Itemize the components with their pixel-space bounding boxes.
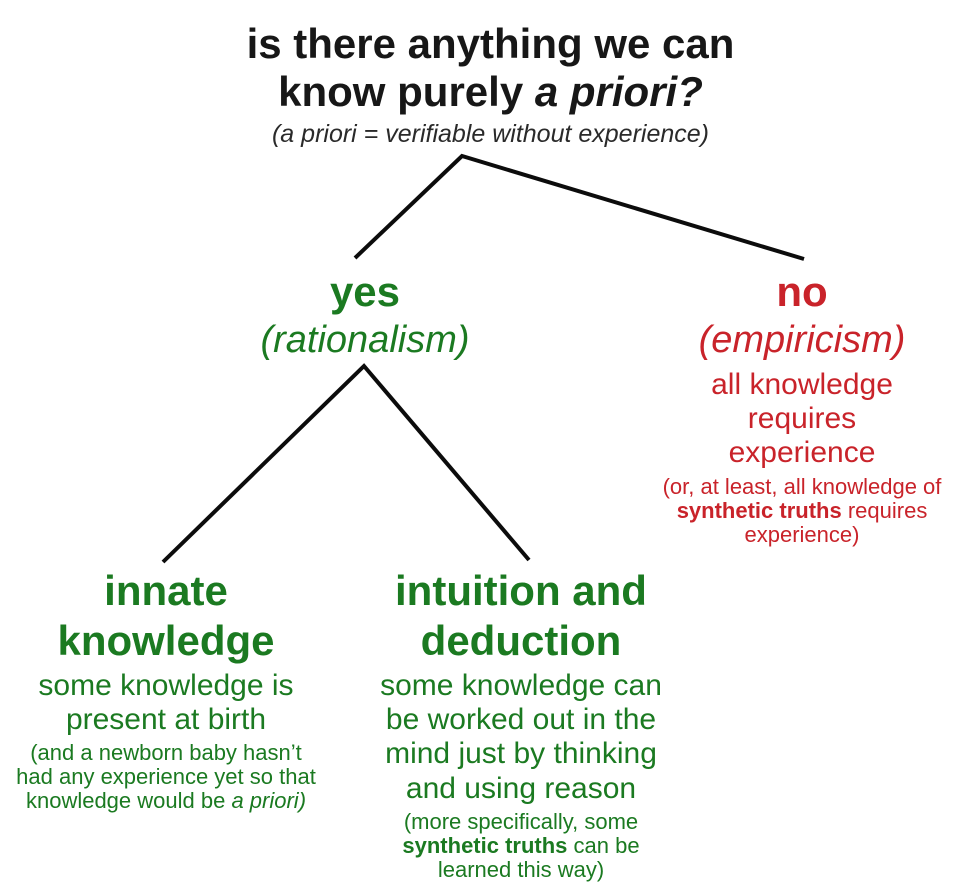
node-yes-sublabel: (rationalism)	[260, 318, 470, 361]
node-intuition-deduction: intuition and deduction some knowledge c…	[340, 566, 702, 882]
page-title-main: is there anything we can know purely	[246, 20, 735, 116]
node-no-empiricism: no (empiricism) all knowledge requires e…	[627, 267, 963, 547]
node-no-label: no	[776, 268, 828, 315]
node-intuition-note: (more specifically, some synthetic truth…	[340, 808, 702, 882]
node-innate-note-italic: a priori)	[231, 788, 307, 814]
node-innate-body: some knowledge is present at birth	[38, 669, 294, 737]
node-intuition-note-bold: synthetic truths	[402, 832, 568, 858]
connector-root-to-yes-no	[353, 153, 805, 261]
title-definition: (a priori = verifiable without experienc…	[271, 119, 709, 148]
node-innate-note-pre: (and a newborn baby hasn’t had any exper…	[16, 740, 316, 814]
node-no-note-post: requires experience)	[744, 497, 928, 547]
root-question: is there anything we can know purely a p…	[18, 20, 963, 149]
node-no-note: (or, at least, all knowledge of syntheti…	[627, 473, 963, 547]
node-no-body: all knowledge requires experience	[711, 368, 893, 470]
node-innate-knowledge: innate knowledge some knowledge is prese…	[0, 566, 332, 813]
page-title: is there anything we can know purely a p…	[18, 20, 963, 117]
page-title-emphasis: a priori?	[534, 68, 703, 116]
node-innate-heading: innate knowledge	[57, 567, 275, 664]
node-no-note-bold: synthetic truths	[676, 497, 842, 523]
node-no-sublabel: (empiricism)	[698, 318, 906, 361]
connector-yes-to-children	[161, 363, 531, 564]
node-intuition-note-pre: (more specifically, some	[403, 808, 639, 834]
node-yes-label: yes	[329, 268, 401, 315]
node-intuition-body: some knowledge can be worked out in the …	[380, 669, 662, 805]
node-no-note-pre: (or, at least, all knowledge of	[662, 473, 942, 499]
node-intuition-heading: intuition and deduction	[395, 567, 647, 664]
node-yes-rationalism: yes (rationalism)	[215, 267, 515, 364]
node-intuition-note-post: can be learned this way)	[437, 832, 640, 882]
node-innate-note: (and a newborn baby hasn’t had any exper…	[0, 741, 332, 813]
